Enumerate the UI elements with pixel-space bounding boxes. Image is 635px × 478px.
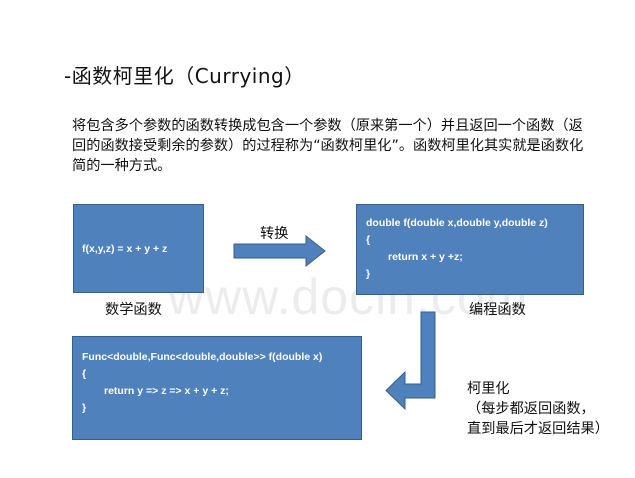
right-arrow-icon [233, 234, 326, 268]
bent-arrow-icon [385, 311, 436, 411]
code-line: return y => z => x + y + z; [104, 385, 229, 397]
math-function-box: f(x,y,z) = x + y + z [73, 204, 204, 293]
currying-caption-line: （每步都返回函数， [467, 401, 595, 417]
code-line: { [82, 368, 87, 380]
code-line: } [82, 402, 87, 414]
code-function-box: double f(double x,double y,double z) { r… [356, 204, 584, 295]
slide-title: -函数柯里化（Currying） [64, 64, 305, 88]
currying-caption-line: 柯里化 [467, 381, 510, 397]
currying-caption: 柯里化 （每步都返回函数， 直到最后才返回结果） [467, 379, 609, 439]
curried-function-box: Func<double,Func<double,double>> f(doubl… [72, 336, 362, 440]
code-function-caption: 编程函数 [469, 302, 526, 318]
convert-label: 转换 [260, 226, 289, 242]
code-line: } [366, 268, 371, 280]
math-expression: f(x,y,z) = x + y + z [82, 243, 168, 255]
code-line: double f(double x,double y,double z) [366, 217, 548, 229]
code-line: { [366, 234, 371, 246]
code-line: return x + y +z; [388, 251, 463, 263]
code-line: Func<double,Func<double,double>> f(doubl… [82, 351, 323, 363]
intro-paragraph: 将包含多个参数的函数转换成包含一个参数（原来第一个）并且返回一个函数（返回的函数… [72, 118, 584, 174]
math-function-caption: 数学函数 [105, 302, 162, 318]
currying-caption-line: 直到最后才返回结果） [467, 421, 609, 437]
